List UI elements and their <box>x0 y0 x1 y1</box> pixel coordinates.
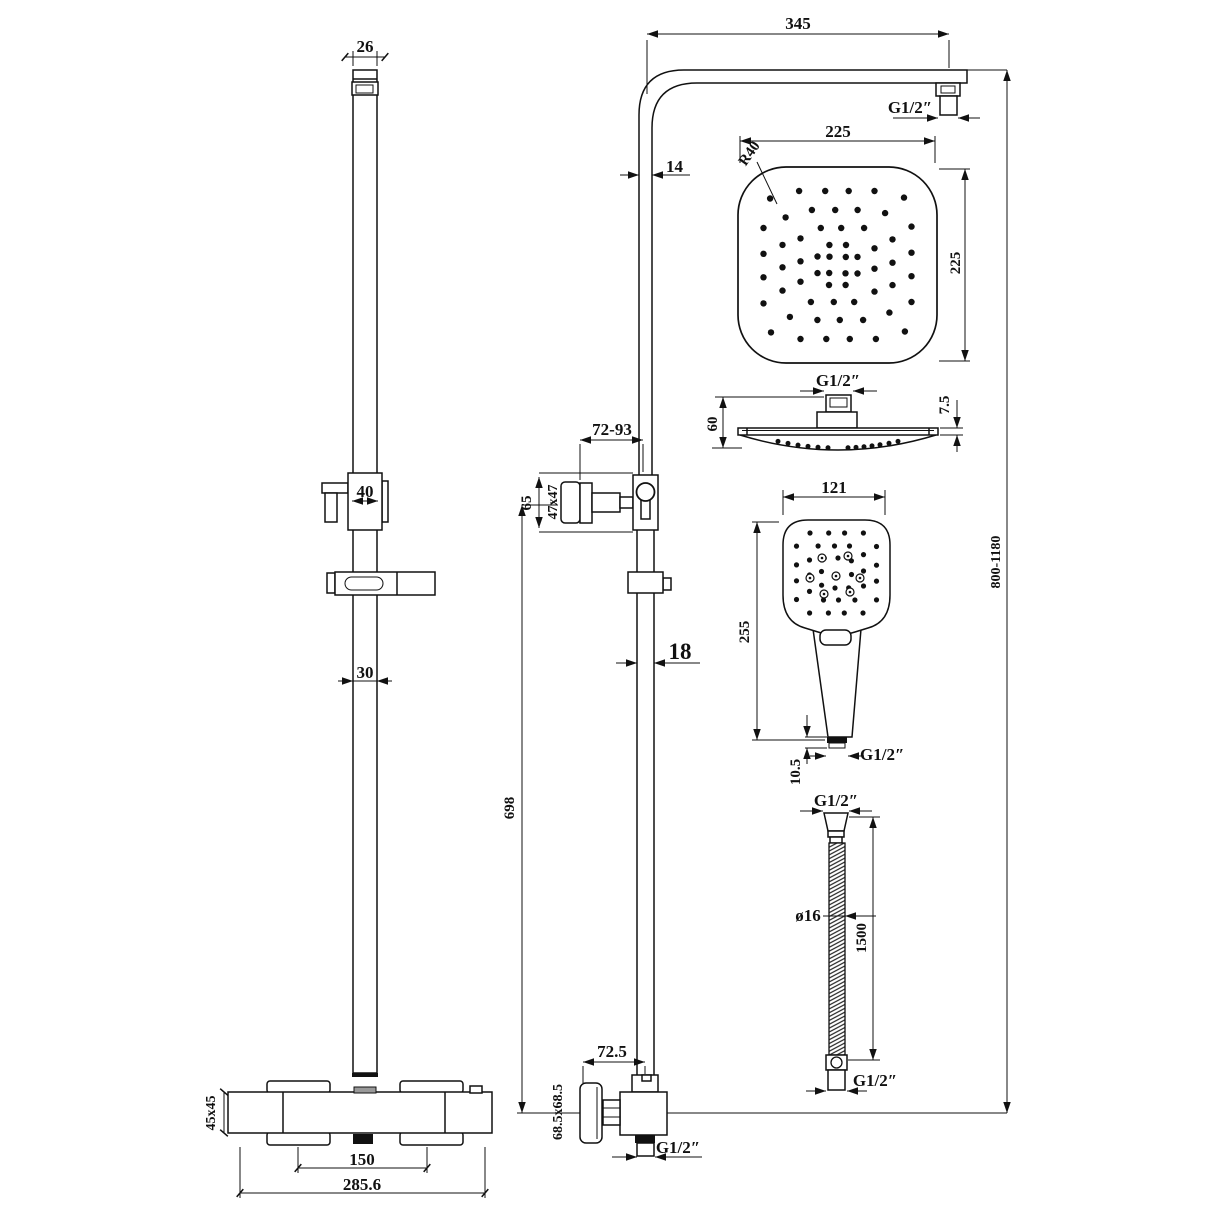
dim-valve-length: 285.6 <box>343 1175 381 1194</box>
thermostatic-valve-front-view: 45x45 150 285.6 <box>204 1073 493 1198</box>
dim-arm-length: 345 <box>785 14 811 33</box>
dim-hand-length: 255 <box>737 621 753 644</box>
overhead-shower-side-view: G1/2″ 60 7.5 <box>705 371 963 452</box>
dim-hose-bottom-thread: G1/2″ <box>853 1071 897 1090</box>
dim-valve-profile-front: 45x45 <box>204 1096 219 1131</box>
overhead-shower-top-view: 225 R40 225 <box>736 122 970 364</box>
overall-height-dimension: 800-1180 <box>967 69 1011 1113</box>
dim-column-length: 698 <box>502 797 518 820</box>
shower-hose-view: G1/2″ ø16 1500 G1/2″ <box>795 791 897 1095</box>
dim-holder-width: 40 <box>357 482 374 501</box>
dim-hand-thread-length: 10.5 <box>788 759 804 785</box>
dim-hand-thread: G1/2″ <box>860 745 904 764</box>
dim-hand-width: 121 <box>821 478 847 497</box>
head-side-nozzles <box>775 438 901 451</box>
dim-lower-pipe-width: 18 <box>669 639 692 664</box>
dim-head-thread: G1/2″ <box>816 371 860 390</box>
dim-hose-top-thread: G1/2″ <box>814 791 858 810</box>
dim-head-height: 60 <box>705 417 721 432</box>
dim-bracket-range: 72-93 <box>592 420 632 439</box>
dim-rail-width: 30 <box>357 663 374 682</box>
hand-shower-view: 121 255 10.5 G1/2″ <box>737 478 904 785</box>
dim-valve-offset: 72.5 <box>597 1042 627 1061</box>
dim-outlet-thread: G1/2″ <box>656 1138 700 1157</box>
valve-side-view: 72.5 68.5x68.5 G1/2″ <box>551 1042 702 1161</box>
dim-head-width: 225 <box>825 122 851 141</box>
dim-bracket-height: 65 <box>519 496 535 511</box>
dim-rail-top-width: 26 <box>357 37 374 56</box>
wall-bracket-assembly: 65 47x47 72-93 698 <box>502 420 672 1113</box>
dim-valve-profile-side: 68.5x68.5 <box>551 1084 566 1140</box>
hand-shower-mode-nozzles <box>805 551 865 599</box>
dim-arm-thread: G1/2″ <box>888 98 932 117</box>
dim-handle-spacing: 150 <box>349 1150 375 1169</box>
dim-overall-height-range: 800-1180 <box>989 536 1004 589</box>
dim-hose-diameter: ø16 <box>795 906 821 925</box>
dim-bracket-plate: 47x47 <box>546 485 561 520</box>
dim-upper-pipe-width: 14 <box>666 157 684 176</box>
dim-head-rim-thickness: 7.5 <box>937 396 953 415</box>
dim-head-depth: 225 <box>948 252 964 275</box>
dim-hose-length: 1500 <box>854 923 870 953</box>
slide-rail-front-view: 26 40 30 <box>321 37 436 1074</box>
